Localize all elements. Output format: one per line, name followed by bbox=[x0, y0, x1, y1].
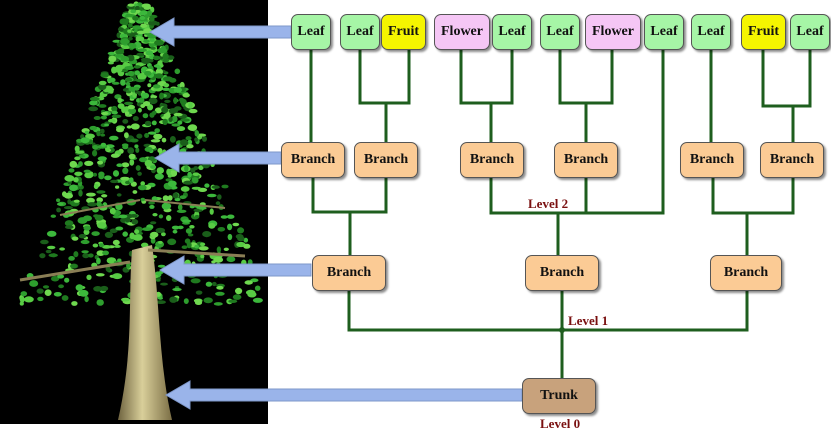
leaf-node: Leaf bbox=[340, 14, 380, 50]
connector-branch-pair bbox=[311, 178, 388, 214]
level-2-label: Level 2 bbox=[528, 196, 569, 211]
flower-node: Flower bbox=[434, 14, 490, 50]
fruit-node: Fruit bbox=[741, 14, 786, 50]
connector-leaf-pair bbox=[358, 50, 411, 105]
arrow-to-main-branches bbox=[159, 255, 312, 285]
arrow-to-leaves bbox=[149, 17, 292, 47]
level-0-label: Level 0 bbox=[540, 416, 581, 431]
junction-dot bbox=[559, 327, 565, 333]
tree-trunk-shape bbox=[118, 245, 172, 420]
leaf-node: Leaf bbox=[291, 14, 331, 50]
connector-level1-bar bbox=[347, 291, 749, 332]
flower-node: Flower bbox=[585, 14, 641, 50]
leaf-node: Leaf bbox=[790, 14, 830, 50]
fruit-node: Fruit bbox=[381, 14, 426, 50]
leaf-node: Leaf bbox=[691, 14, 731, 50]
connector-leaf-pair bbox=[558, 50, 614, 105]
branch-node-level2: Branch bbox=[680, 142, 744, 178]
branch-node-level1: Branch bbox=[710, 255, 782, 291]
connector-branch-pair bbox=[711, 178, 795, 215]
leaf-node: Leaf bbox=[540, 14, 580, 50]
branch-node-level2: Branch bbox=[460, 142, 524, 178]
arrow-to-branches bbox=[154, 143, 282, 173]
branch-node-level1: Branch bbox=[312, 255, 386, 291]
connector-leaf-pair bbox=[459, 50, 514, 105]
level-1-label: Level 1 bbox=[568, 313, 609, 328]
leaf-node: Leaf bbox=[644, 14, 684, 50]
trunk-node: Trunk bbox=[522, 378, 596, 414]
connector-leaf-pair bbox=[761, 50, 812, 108]
branch-node-level2: Branch bbox=[554, 142, 618, 178]
branch-node-level2: Branch bbox=[354, 142, 418, 178]
branch-node-level2: Branch bbox=[281, 142, 345, 178]
leaf-node: Leaf bbox=[492, 14, 532, 50]
branch-node-level2: Branch bbox=[760, 142, 824, 178]
branch-node-level1: Branch bbox=[525, 255, 599, 291]
connector-branch-pair bbox=[489, 50, 665, 215]
arrow-to-trunk bbox=[165, 380, 523, 410]
